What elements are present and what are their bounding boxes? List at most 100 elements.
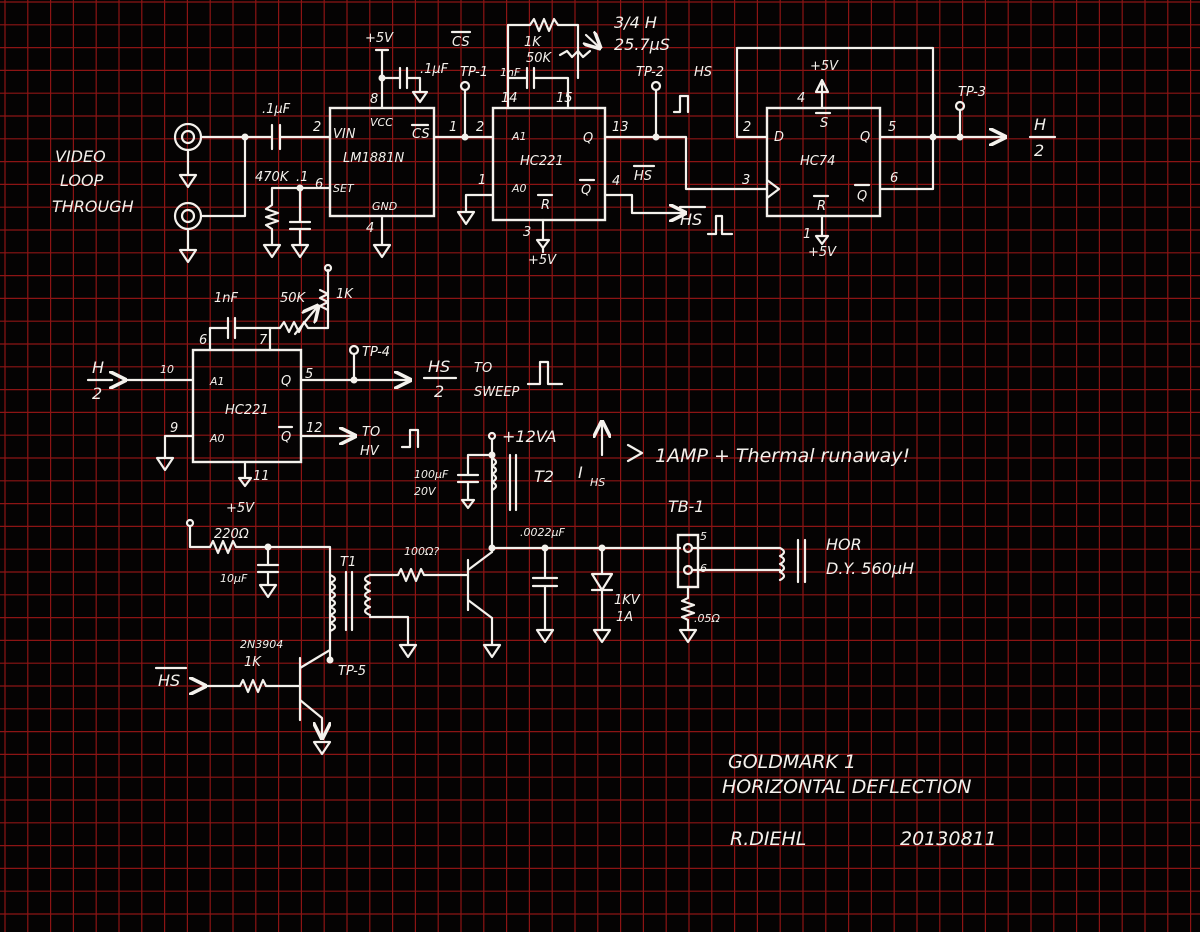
tb1-pin5: 5	[700, 530, 707, 543]
hc221-sweep-oneshot	[191, 348, 303, 464]
supply-12va: +12VA	[502, 427, 557, 446]
diode-rating-1: 1KV	[614, 593, 641, 608]
hc74-divide-by-two	[765, 106, 882, 218]
lm1881-vcc-supply: +5V	[365, 31, 394, 46]
hc221b-pin10: 10	[160, 363, 174, 376]
title-line1: GOLDMARK 1	[728, 751, 856, 773]
delay-label-line2: 25.7µS	[614, 35, 670, 54]
sense-resistor-label: .05Ω	[694, 612, 720, 625]
hc221b-pin5: 5	[305, 367, 313, 382]
hc221b-pin9: 9	[170, 421, 178, 436]
hc221b-qbar: Q	[281, 430, 291, 445]
ihs-label: I	[578, 463, 583, 482]
video-input-jacks	[173, 122, 249, 264]
hc221b-a1: A1	[209, 375, 225, 388]
hc221a-qbar: Q	[581, 183, 591, 198]
lm1881-pin4: 4	[366, 221, 374, 236]
hc221b-cap-label: 1nF	[214, 291, 239, 306]
hsbar-label-1: HS	[634, 169, 652, 184]
hc74-pin3: 3	[742, 173, 750, 188]
hc221a-q: Q	[583, 131, 593, 146]
lm1881-pin2: 2	[313, 120, 321, 135]
hc221a-a1: A1	[511, 130, 527, 143]
hc221b-reset-supply: +5V	[226, 501, 255, 516]
h2-in-numerator: H	[92, 358, 104, 377]
hc221a-r: R	[541, 198, 550, 213]
hc221b-pin7: 7	[259, 333, 268, 348]
lm1881-pin1: 1	[449, 120, 457, 135]
hc74-d: D	[774, 130, 784, 145]
hc74-s: S	[820, 116, 828, 131]
driver-r1k-label: 1K	[244, 655, 262, 670]
runaway-note: 1AMP + Thermal runaway!	[655, 445, 910, 467]
input-cap-label: .1µF	[262, 102, 291, 117]
lm1881-vin: VIN	[333, 127, 356, 142]
sweep-den: 2	[434, 382, 444, 401]
hc221b-a0: A0	[209, 432, 225, 445]
h2-numerator: H	[1034, 115, 1046, 134]
driver-c10-label: 10µF	[220, 572, 248, 585]
hc221b-pin11: 11	[253, 469, 270, 484]
sweep-label: SWEEP	[474, 385, 520, 400]
hc221a-name: HC221	[520, 154, 564, 169]
hc74-set-supply: +5V	[810, 59, 839, 74]
tb1-label: TB-1	[668, 497, 704, 516]
diode-rating-2: 1A	[616, 610, 633, 625]
tp3-label: TP-3	[958, 85, 986, 100]
hc74-pin2: 2	[743, 120, 751, 135]
hc221a-pin4: 4	[612, 174, 620, 189]
hv-label: HV	[360, 444, 380, 459]
hc74-pin5: 5	[888, 120, 896, 135]
driver-r220-label: 220Ω	[214, 527, 249, 542]
set-cap-label: .1	[296, 170, 308, 185]
hsbar-label-2: HS	[680, 210, 702, 229]
hc221b-pin12: 12	[306, 421, 323, 436]
sweep-to: TO	[474, 361, 492, 376]
h2-denominator: 2	[1034, 141, 1044, 160]
lm1881-gnd: GND	[372, 200, 397, 213]
input-label-line2: LOOP	[60, 171, 104, 190]
timing-cap-label: 1nF	[500, 66, 521, 79]
lm1881-cs: CS	[412, 127, 430, 142]
cs-signal-label: CS	[452, 35, 470, 50]
hc221a-a0: A0	[511, 182, 527, 195]
h2-in-denominator: 2	[92, 384, 102, 403]
delay-label-line1: 3/4 H	[614, 13, 657, 32]
hv-to: TO	[362, 425, 380, 440]
tp5-label: TP-5	[338, 664, 366, 679]
output-c100-label: 100µF	[414, 468, 449, 481]
set-resistor-label: 470K	[255, 170, 290, 185]
timing-r50k-label: 50K	[526, 51, 553, 66]
t2-label: T2	[534, 467, 554, 486]
driver-hsbar-label: HS	[158, 671, 180, 690]
bypass-cap-label: .1µF	[420, 62, 449, 77]
output-v20-label: 20V	[414, 485, 437, 498]
hc74-r: R	[817, 199, 826, 214]
hc221b-pin6: 6	[199, 333, 207, 348]
hc221a-pin1: 1	[478, 173, 486, 188]
hc221a-pin14: 14	[501, 91, 518, 106]
lm1881-set: SET	[333, 182, 355, 195]
hc221-delay-oneshot	[491, 106, 607, 222]
lm1881-pin6: 6	[315, 177, 323, 192]
lm1881-pin8: 8	[370, 92, 378, 107]
hc221b-r-label: 1K	[336, 287, 354, 302]
deflection-yoke-line1: HOR	[826, 535, 862, 554]
hc74-reset-supply: +5V	[808, 245, 837, 260]
tp1-label: TP-1	[460, 65, 488, 80]
hc74-pin6: 6	[890, 171, 898, 186]
driver-r100-label: 100Ω?	[404, 545, 439, 558]
hc221b-pot-label: 50K	[280, 291, 307, 306]
hc74-pin1: 1	[803, 227, 811, 242]
input-label-line3: THROUGH	[52, 197, 134, 216]
hs-signal-label: HS	[694, 65, 712, 80]
lm1881-name: LM1881N	[343, 151, 405, 166]
author: R.DIEHL	[730, 828, 806, 850]
tune-cap-label: .0022µF	[520, 526, 565, 539]
t1-label: T1	[340, 555, 356, 570]
date: 20130811	[900, 828, 997, 850]
hc221a-reset-supply: +5V	[528, 253, 557, 268]
hc221a-pin2: 2	[476, 120, 484, 135]
